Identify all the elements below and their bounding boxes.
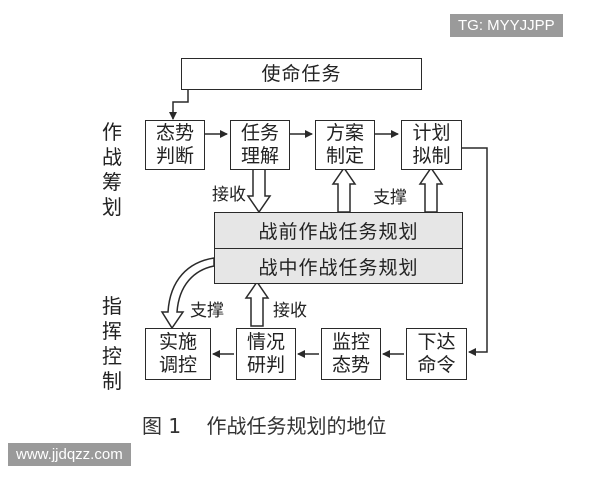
planning-char: 筹 (102, 170, 122, 194)
receive-bottom-hollow-arrow (244, 280, 270, 327)
box-text-line: 理解 (240, 145, 279, 167)
box-text-line: 情况 (246, 331, 285, 353)
issue-order-box: 下达命令 (406, 328, 467, 380)
task-understanding-box: 任务理解 (230, 120, 290, 170)
situation-analysis-box: 情况研判 (236, 328, 296, 380)
box-text-line: 下达 (417, 331, 456, 353)
watermark-bottom: www.jjdqzz.com (8, 443, 131, 466)
box-text-line: 实施 (158, 331, 197, 353)
box-text-line: 监控 (331, 331, 370, 353)
receive-top-label: 接收 (212, 185, 246, 205)
command-side-label: 指 挥 控 制 (100, 294, 124, 394)
implementation-control-box: 实施调控 (145, 328, 211, 380)
box-text-line: 命令 (417, 354, 456, 376)
receive-bottom-label: 接收 (273, 301, 307, 321)
watermark-top: TG: MYYJJPP (450, 14, 563, 37)
pre-battle-planning-bar: 战前作战任务规划 (214, 212, 463, 249)
planning-char: 作 (102, 120, 122, 144)
box-text-line: 态势 (331, 354, 370, 376)
box-text-line: 计划 (412, 122, 451, 144)
box-text-line: 任务 (240, 122, 279, 144)
loop-plan-to-order-arrow (462, 147, 488, 356)
monitor-situation-box: 监控态势 (321, 328, 381, 380)
pre-battle-planning-label: 战前作战任务规划 (258, 221, 419, 243)
command-char: 指 (102, 294, 122, 318)
box-text-line: 拟制 (412, 145, 451, 167)
box-text-line: 调控 (158, 354, 197, 376)
mission-task-box: 使命任务 (181, 58, 422, 90)
planning-char: 战 (102, 145, 122, 169)
support-draft-hollow-arrow (418, 166, 444, 213)
support-plan-hollow-arrow (331, 166, 357, 213)
box-text-line: 态势 (155, 122, 194, 144)
command-char: 制 (102, 369, 122, 393)
planning-char: 划 (102, 195, 122, 219)
in-battle-planning-bar: 战中作战任务规划 (214, 248, 463, 284)
box-text-line: 判断 (155, 145, 194, 167)
planning-side-label: 作 战 筹 划 (100, 120, 124, 220)
plan-formulation-box: 方案制定 (315, 120, 375, 170)
plan-drafting-box: 计划拟制 (401, 120, 462, 170)
mission-to-situation-arrow (169, 88, 189, 120)
situation-judgment-box: 态势判断 (145, 120, 205, 170)
mission-task-label: 使命任务 (261, 62, 342, 85)
support-top-label: 支撑 (373, 188, 407, 208)
command-char: 控 (102, 344, 122, 368)
box-text-line: 研判 (246, 354, 285, 376)
support-bottom-label: 支撑 (190, 301, 224, 321)
command-char: 挥 (102, 319, 122, 343)
in-battle-planning-label: 战中作战任务规划 (258, 256, 419, 279)
figure-caption: 图 1 作战任务规划的地位 (142, 414, 387, 438)
box-text-line: 制定 (325, 145, 364, 167)
box-text-line: 方案 (325, 122, 364, 144)
receive-top-hollow-arrow (246, 167, 272, 214)
